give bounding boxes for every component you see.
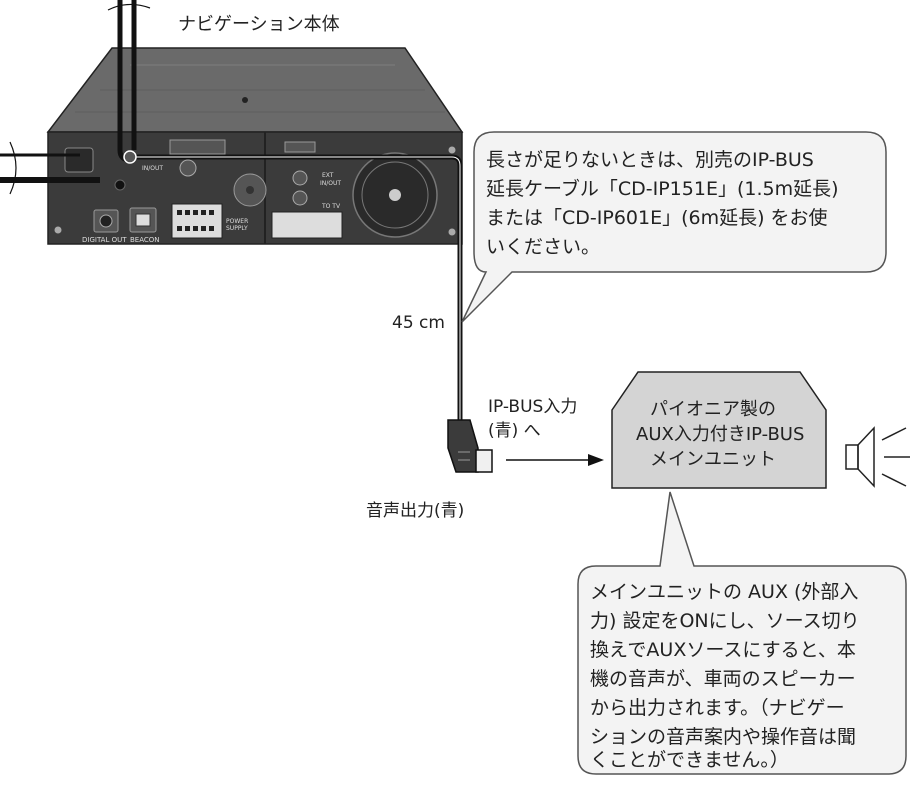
panel-label-digital-out: DIGITAL OUT: [82, 236, 127, 244]
main-unit-box: [611, 371, 827, 489]
ipbus-input-label-line1: IP-BUS入力: [488, 397, 578, 417]
aux-note-bubble: [577, 491, 907, 775]
panel-label-power: POWER: [226, 218, 249, 225]
navigation-unit-illustration: [46, 47, 464, 245]
extension-note-line: 長さが足りないときは、別売のIP-BUS: [486, 149, 814, 171]
cable-length-label: 45 cm: [392, 313, 445, 333]
aux-note-line: 力) 設定をONにし、ソース切り: [590, 610, 860, 632]
ipbus-cable: [123, 150, 463, 440]
extension-note-line: または「CD-IP601E」(6m延長) をお使: [486, 207, 828, 229]
extension-note-line: 延長ケーブル「CD-IP151E」(1.5m延長): [486, 178, 839, 200]
aux-note-line: ションの音声案内や操作音は聞: [590, 726, 857, 748]
panel-label-ext: EXT: [322, 172, 334, 179]
panel-label-supply: SUPPLY: [226, 225, 248, 232]
audio-output-label: 音声出力(青): [366, 501, 465, 521]
panel-label-tel-in-out: IN/OUT: [142, 165, 164, 172]
panel-label-ext-in-out: IN/OUT: [320, 180, 342, 187]
extension-note-bubble: [461, 131, 887, 323]
panel-label-beacon: BEACON: [130, 236, 160, 244]
ipbus-input-label-line2: (青) へ: [488, 421, 541, 441]
nav-unit-label: ナビゲーション本体: [178, 14, 340, 35]
aux-note-line: 換えでAUXソースにすると、本: [590, 639, 856, 661]
main-unit-line: AUX入力付きIP-BUS: [636, 424, 805, 445]
connection-arrow: [506, 454, 604, 466]
main-unit-line: パイオニア製の: [650, 399, 776, 420]
aux-note-line: 機の音声が、車両のスピーカー: [590, 668, 856, 690]
main-unit-line: メインユニット: [650, 449, 776, 470]
aux-note-line: メインユニットの AUX (外部入: [590, 581, 859, 603]
aux-note-line: から出力されます。（ナビゲー: [590, 697, 845, 719]
extension-note-line: いください。: [486, 236, 601, 258]
wires: [0, 0, 151, 195]
speaker-icon: [845, 426, 910, 488]
audio-output-connector: [447, 419, 493, 473]
aux-note-line: くことができません。）: [590, 749, 789, 771]
panel-label-to-tv: TO TV: [322, 203, 341, 210]
